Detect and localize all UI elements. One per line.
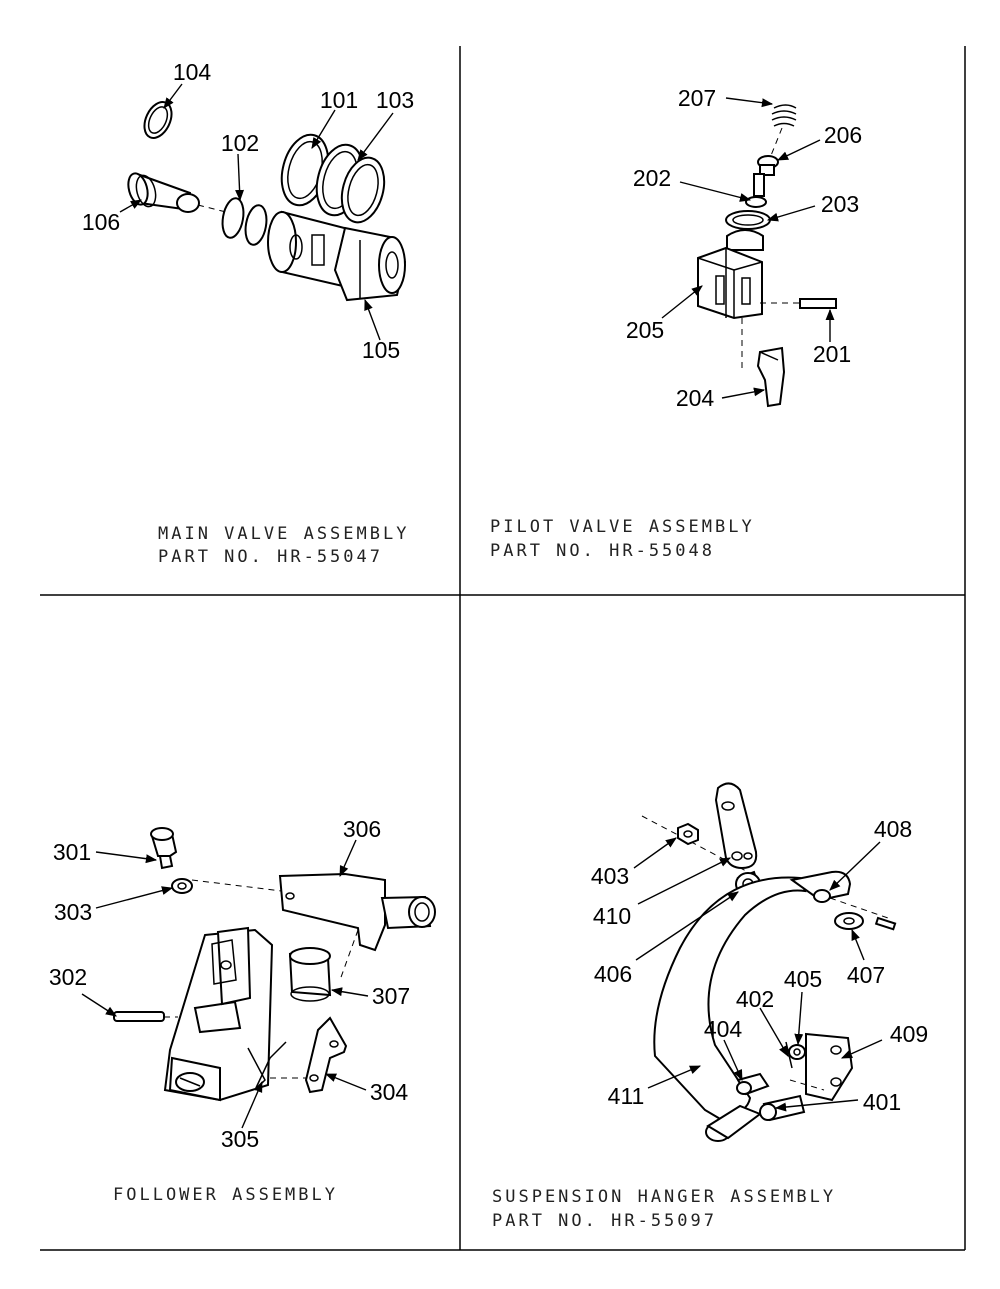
callout-205: 205 [626, 317, 664, 343]
follower-leaders [81, 839, 369, 1129]
suspension-hanger-drawing [641, 782, 897, 1142]
callout-302: 302 [49, 964, 87, 990]
callout-203: 203 [821, 191, 859, 217]
follower-panel: 301 303 302 306 307 304 305 FOLLOWER ASS… [49, 816, 436, 1205]
main-valve-panel: 104 101 103 102 106 105 MAIN VALVE ASSEM… [82, 59, 414, 567]
callout-304: 304 [370, 1079, 409, 1105]
callout-407: 407 [847, 962, 885, 988]
panel-grid-lines [40, 46, 966, 1251]
pilot-valve-panel: 207 206 202 203 205 201 204 PILOT VALVE … [490, 85, 862, 561]
callout-405: 405 [784, 966, 822, 992]
pilot-valve-drawing [697, 104, 837, 408]
callout-408: 408 [874, 816, 912, 842]
callout-202: 202 [633, 165, 671, 191]
callout-406: 406 [594, 961, 632, 987]
callout-206: 206 [824, 122, 862, 148]
pilot-valve-leaders [661, 97, 835, 399]
suspension-hanger-caption-part-no: PART NO. HR-55097 [492, 1211, 717, 1231]
callout-101: 101 [320, 87, 358, 113]
callout-306: 306 [343, 816, 381, 842]
callout-301: 301 [53, 839, 91, 865]
follower-drawing [113, 827, 436, 1102]
callout-104: 104 [173, 59, 212, 85]
callout-305: 305 [221, 1126, 259, 1152]
callout-204: 204 [676, 385, 715, 411]
callout-103: 103 [376, 87, 414, 113]
main-valve-leaders [119, 83, 394, 341]
callout-402: 402 [736, 986, 774, 1012]
suspension-hanger-leaders [633, 837, 883, 1112]
pilot-valve-caption-part-no: PART NO. HR-55048 [490, 541, 715, 561]
callout-102: 102 [221, 130, 259, 156]
callout-207: 207 [678, 85, 716, 111]
callout-401: 401 [863, 1089, 901, 1115]
callout-403: 403 [591, 863, 629, 889]
callout-307: 307 [372, 983, 410, 1009]
callout-409: 409 [890, 1021, 928, 1047]
suspension-hanger-panel: 403 410 406 408 407 405 402 404 409 401 … [492, 782, 928, 1231]
callout-201: 201 [813, 341, 851, 367]
follower-caption-title: FOLLOWER ASSEMBLY [113, 1185, 338, 1205]
callout-410: 410 [593, 903, 631, 929]
callout-411: 411 [608, 1083, 645, 1109]
main-valve-caption-title: MAIN VALVE ASSEMBLY [158, 524, 409, 544]
callout-105: 105 [362, 337, 400, 363]
callout-404: 404 [704, 1016, 743, 1042]
callout-303: 303 [54, 899, 92, 925]
main-valve-caption-part-no: PART NO. HR-55047 [158, 547, 383, 567]
main-valve-drawing [127, 101, 407, 302]
callout-106: 106 [82, 209, 120, 235]
pilot-valve-caption-title: PILOT VALVE ASSEMBLY [490, 517, 755, 537]
suspension-hanger-caption-title: SUSPENSION HANGER ASSEMBLY [492, 1187, 836, 1207]
